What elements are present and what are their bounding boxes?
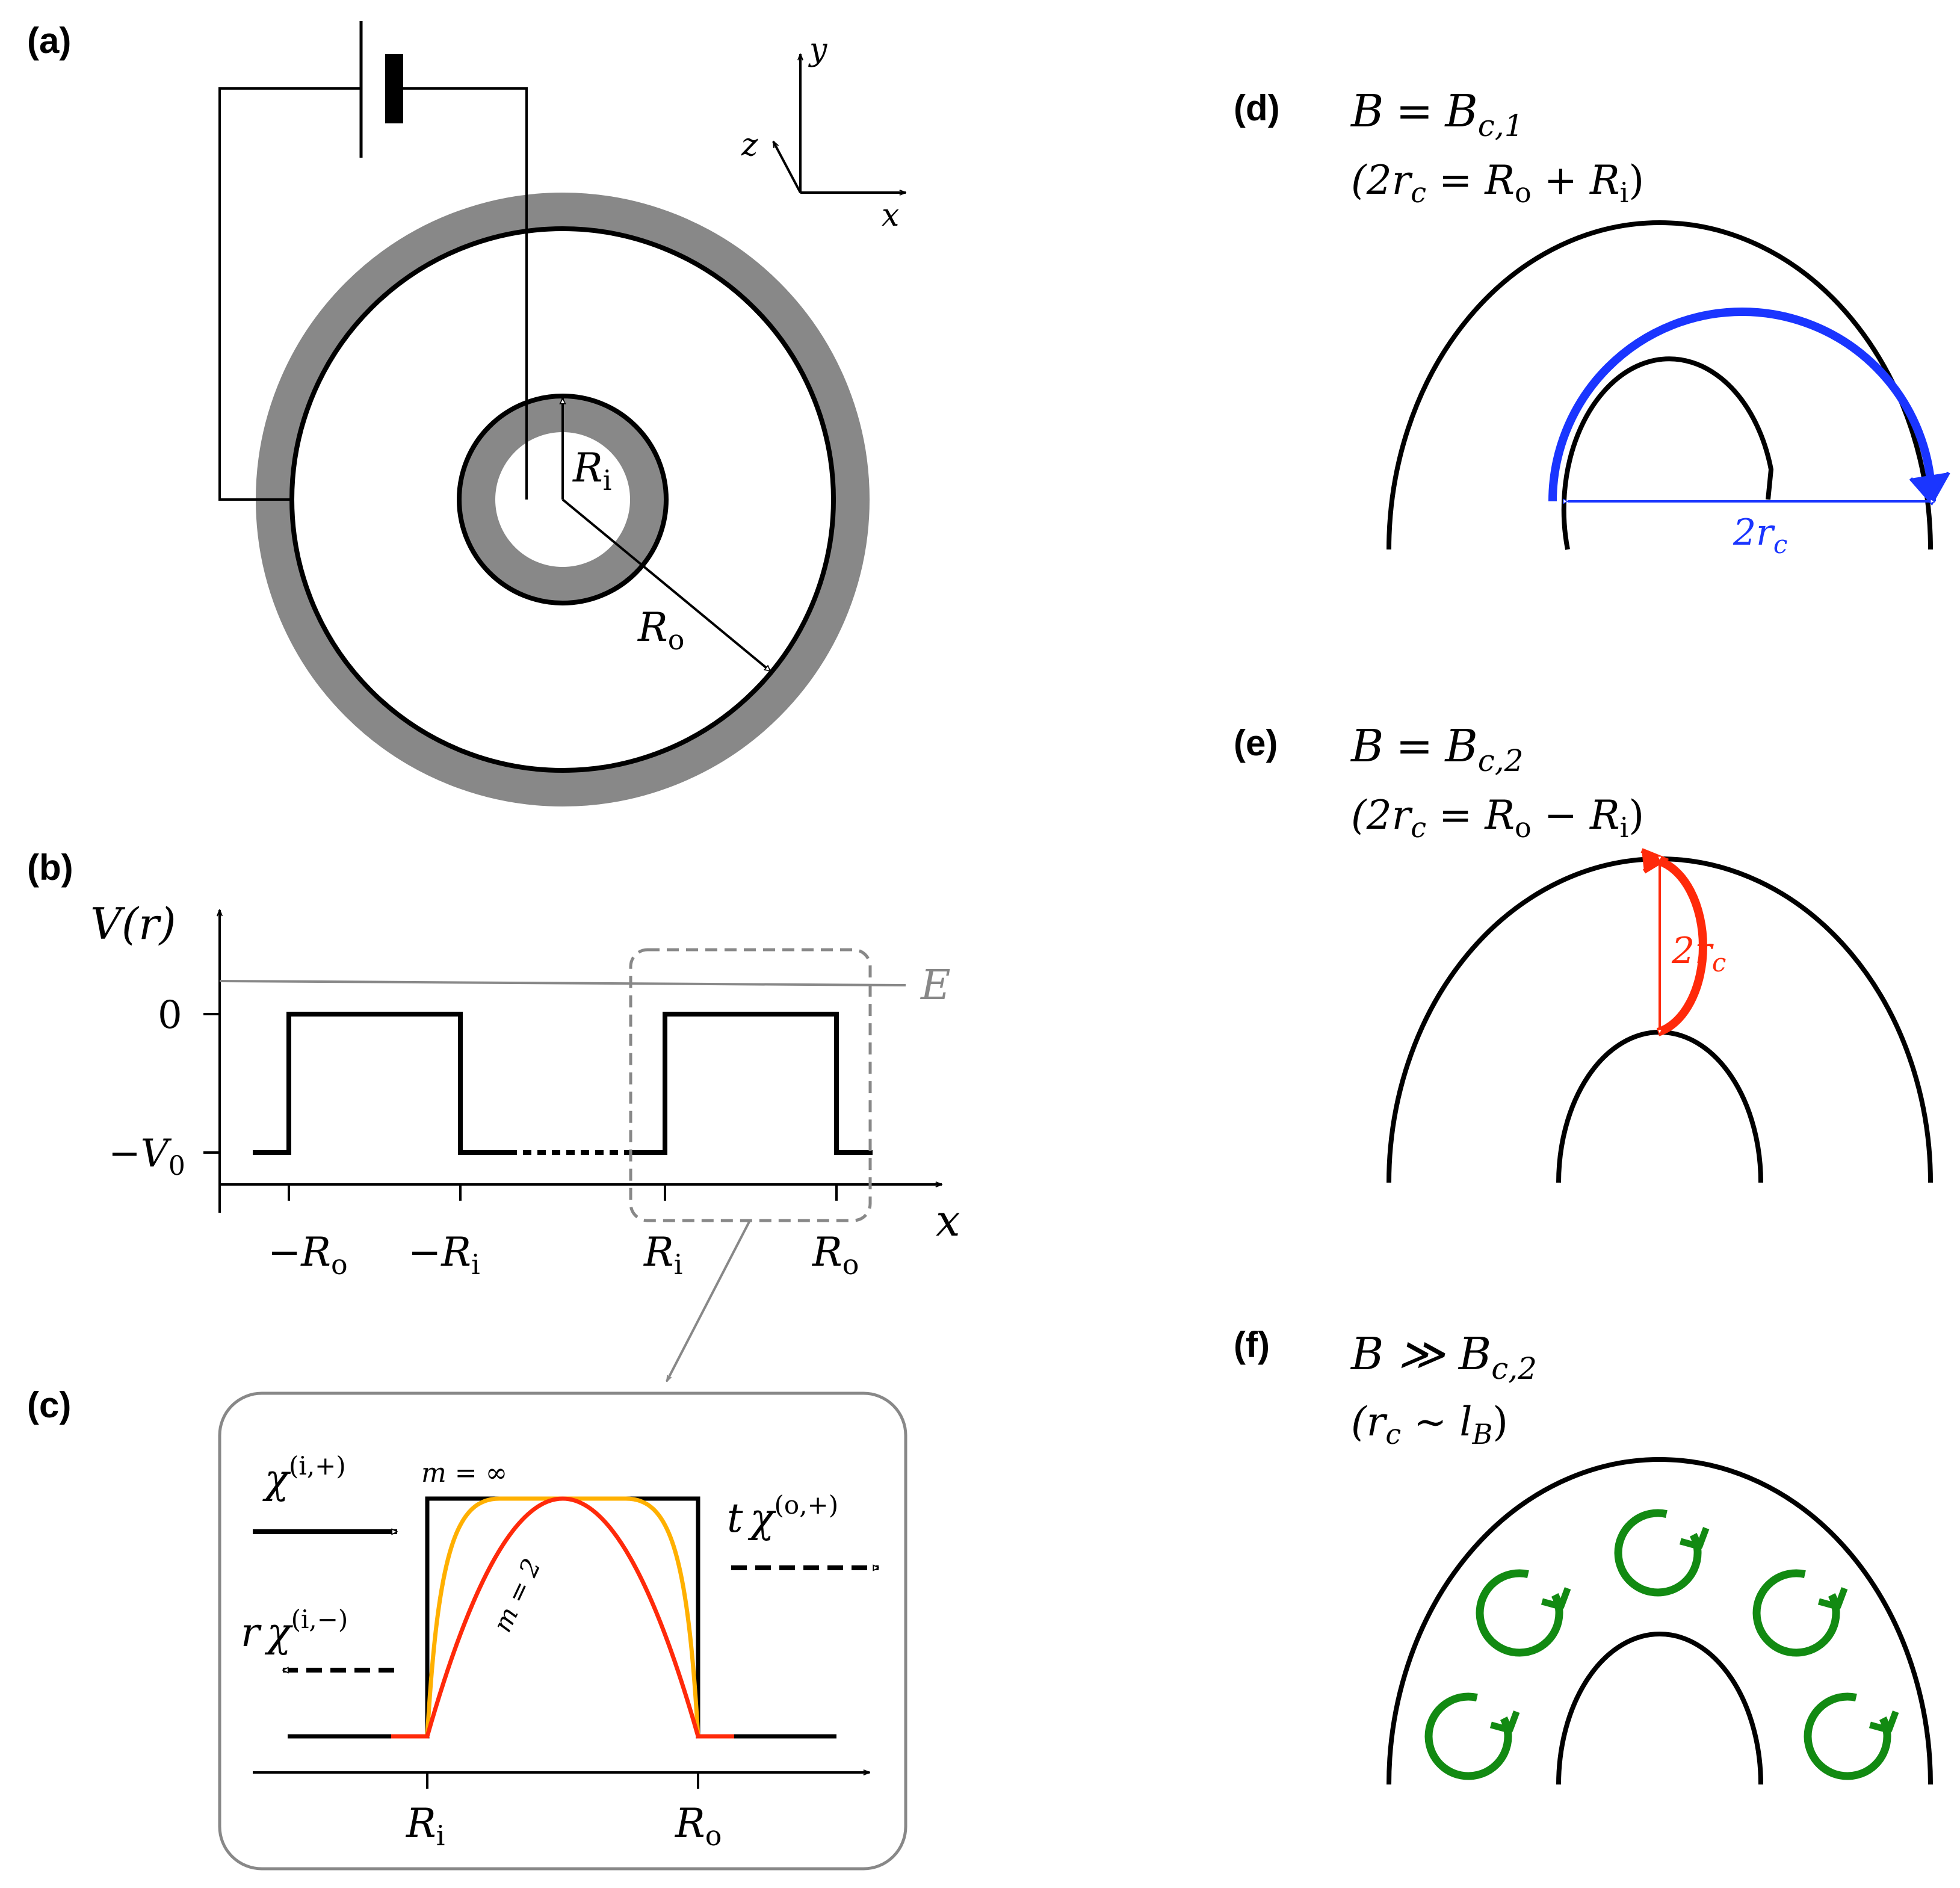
panel-f: (f) B ≫ Bc,2 (rc ∼ lB) (1234, 1325, 1933, 1785)
c-xtick-label: Ro (675, 1800, 722, 1852)
panel-c-label: (c) (27, 1385, 71, 1425)
e-inner-arc (1556, 1030, 1763, 1183)
skipping-orbit-arrowhead (1869, 1710, 1899, 1734)
panel-a: (a) Ri Ro y x z (27, 20, 906, 806)
f-condition: (rc ∼ lB) (1351, 1399, 1508, 1450)
panel-e: (e) B=Bc,2 (2rc = Ro − Ri) 2rc (1234, 720, 1933, 1183)
chi-incident-label: χ(i,+) (262, 1451, 346, 1502)
b-xlabel: x (936, 1195, 960, 1246)
e-diameter-label: 2rc (1671, 930, 1726, 977)
panel-d: (d) B=Bc,1 (2rc = Ro + Ri) 2rc (1234, 85, 1950, 559)
panel-a-label: (a) (27, 20, 71, 61)
inset-box (218, 1391, 907, 1871)
panel-b: (b) V(r) x 0 −V0 E −Ro −Ri Ri Ro (27, 847, 960, 1381)
energy-label: E (920, 962, 951, 1009)
c-xtick-label: Ri (406, 1800, 445, 1852)
skipping-orbit-loop (1804, 1692, 1891, 1780)
z-axis-arrow (772, 141, 802, 193)
m-infinity-label: m = ∞ (421, 1458, 507, 1488)
d-diameter-label: 2rc (1733, 512, 1787, 559)
e-orbit-arrowhead (1640, 848, 1669, 874)
b-ytick-v0-label: −V0 (108, 1131, 185, 1181)
ro-arrow (561, 498, 770, 672)
b-xtick-label: Ri (643, 1229, 682, 1281)
skipping-orbit-arrowhead (1679, 1527, 1710, 1550)
d-cyclotron-orbit (1548, 308, 1936, 502)
zoom-arrow (666, 1221, 750, 1381)
skipping-orbit-arrowhead (1541, 1587, 1571, 1611)
skipping-orbit-arrowhead (1817, 1587, 1848, 1611)
panel-e-label: (e) (1234, 723, 1278, 763)
d-orbit-arrowhead (1909, 471, 1950, 506)
energy-line (219, 980, 906, 986)
potential-right (629, 1012, 873, 1155)
e-cyclotron-orbit (1656, 856, 1707, 1036)
panel-b-label: (b) (27, 847, 73, 888)
zoom-box (629, 948, 872, 1222)
f-inner-arc (1556, 1632, 1763, 1785)
b-xtick-label: −Ri (408, 1229, 480, 1281)
circuit-wire-right (394, 87, 528, 500)
e-condition: (2rc = Ro − Ri) (1351, 792, 1644, 844)
d-equation: B=Bc,1 (1350, 85, 1524, 143)
e-equation: B=Bc,2 (1350, 720, 1524, 778)
panel-d-label: (d) (1234, 88, 1280, 128)
f-outer-arc (1387, 1457, 1933, 1785)
f-equation: B ≫ Bc,2 (1350, 1328, 1537, 1386)
b-ytick-zero-label: 0 (158, 993, 182, 1038)
d-inner-arc (1561, 356, 1774, 550)
potential-left (253, 1012, 509, 1155)
ri-label: Ri (572, 445, 611, 497)
d-condition: (2rc = Ro + Ri) (1351, 157, 1644, 209)
b-xtick-label: Ro (812, 1229, 859, 1281)
skipping-orbit-loop (1424, 1692, 1512, 1780)
axis-z-label: z (741, 127, 758, 163)
axis-y-label: y (808, 32, 827, 68)
skipping-orbit-arrowhead (1489, 1710, 1520, 1734)
circuit-wire-left (218, 87, 361, 501)
skipping-orbit-loop (1614, 1509, 1702, 1597)
inner-boundary (457, 394, 669, 605)
axis-x-label: x (882, 197, 899, 234)
ro-label: Ro (637, 604, 684, 656)
barrier-m-two (391, 1496, 734, 1739)
skipping-orbit-loop (1476, 1569, 1563, 1657)
f-skipping-orbits (1424, 1509, 1899, 1780)
b-ylabel: V(r) (90, 899, 176, 949)
b-xtick-label: −Ro (268, 1229, 348, 1281)
panel-f-label: (f) (1234, 1325, 1270, 1365)
skipping-orbit-loop (1752, 1569, 1840, 1657)
battery-plate-short (385, 54, 403, 123)
